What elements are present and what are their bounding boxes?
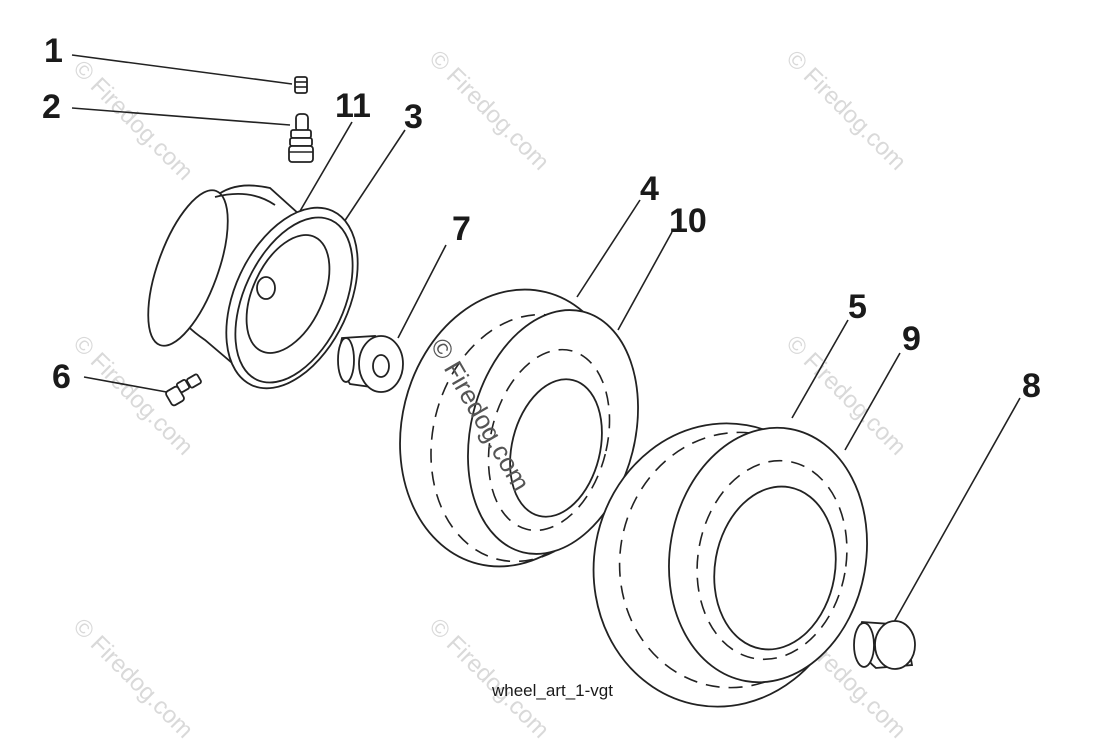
hub-cap-part bbox=[853, 620, 916, 670]
valve-stem-part bbox=[288, 113, 314, 163]
watermark: © Firedog.com bbox=[781, 45, 912, 176]
callout-4: 4 bbox=[640, 170, 659, 208]
rim-part bbox=[147, 184, 359, 390]
front-tire-part bbox=[399, 288, 639, 568]
diagram-caption: wheel_art_1-vgt bbox=[491, 681, 613, 700]
callout-11: 11 bbox=[335, 87, 371, 125]
watermark: © Firedog.com bbox=[68, 55, 199, 186]
bushing-part bbox=[337, 335, 404, 393]
leader-lines bbox=[71, 54, 1021, 623]
rear-tire-part bbox=[592, 422, 868, 708]
valve-cap-part bbox=[294, 76, 308, 94]
watermark: © Firedog.com bbox=[424, 613, 555, 744]
watermark: © Firedog.com bbox=[424, 45, 555, 176]
callout-2: 2 bbox=[42, 88, 61, 126]
watermark: © Firedog.com bbox=[68, 613, 199, 744]
callout-10: 10 bbox=[669, 202, 707, 240]
callout-6: 6 bbox=[52, 358, 71, 396]
callout-1: 1 bbox=[44, 32, 63, 70]
callout-labels: 1 2 11 3 6 7 4 10 5 9 8 bbox=[42, 32, 1041, 405]
callout-9: 9 bbox=[902, 320, 921, 358]
grease-fitting-part bbox=[165, 373, 202, 407]
callout-8: 8 bbox=[1022, 367, 1041, 405]
callout-7: 7 bbox=[452, 210, 471, 248]
callout-3: 3 bbox=[404, 98, 423, 136]
callout-5: 5 bbox=[848, 288, 867, 326]
